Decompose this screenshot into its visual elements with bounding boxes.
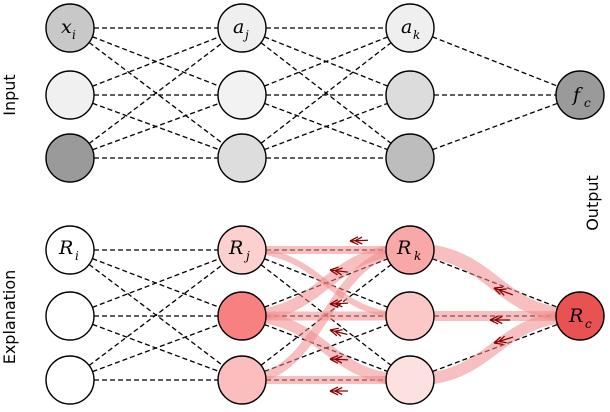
relevance-arrow (329, 266, 348, 276)
input-edge (241, 27, 411, 159)
relevance-label-r-k-sub: k (414, 249, 421, 263)
explanation-node (385, 291, 435, 341)
explanation-node (217, 225, 267, 275)
hidden-label-a-k: a (401, 16, 412, 38)
explanation-node (45, 291, 95, 341)
output-label-f-sub: c (584, 96, 591, 110)
relevance-arrow (329, 386, 348, 396)
explanation-node (45, 225, 95, 275)
input-edge (69, 27, 243, 159)
input-edge (409, 94, 581, 159)
input-edge (241, 94, 411, 159)
hidden-label-a-k-sub: k (413, 28, 420, 42)
input-side-label: Input (0, 74, 19, 115)
output-side-label: Output (583, 175, 602, 231)
input-node (217, 3, 267, 53)
input-node (217, 70, 267, 120)
relevance-label-r-c-sub: c (585, 317, 592, 331)
relevance-flows (241, 243, 581, 386)
relevance-flow (241, 310, 411, 386)
network-nodes (45, 3, 605, 405)
input-node (385, 133, 435, 183)
relevance-flow (409, 310, 581, 386)
relevance-arrow (329, 327, 348, 337)
explanation-node (385, 355, 435, 405)
relevance-arrow (493, 286, 514, 296)
output-label-f: f (571, 84, 583, 106)
relevance-arrows (329, 236, 514, 396)
explanation-edge (69, 315, 243, 381)
hidden-label-a-j: a (233, 16, 244, 38)
explanation-edge (69, 249, 243, 317)
explanation-edge (69, 249, 243, 381)
input-edge (69, 94, 243, 159)
relevance-flow (241, 247, 411, 319)
relevance-arrow (329, 299, 349, 309)
relevance-arrow (489, 315, 510, 325)
explanation-node (217, 291, 267, 341)
input-edge (69, 27, 243, 96)
relevance-label-r-i-sub: i (75, 249, 79, 263)
input-node (45, 133, 95, 183)
explanation-node (385, 225, 435, 275)
relevance-label-r-c: R (568, 305, 583, 327)
relevance-arrow (493, 335, 514, 345)
relevance-label-r-i: R (58, 237, 73, 259)
network-connections (69, 27, 581, 381)
input-node (45, 70, 95, 120)
output-relevance-node (555, 291, 605, 341)
input-label-x: x (61, 16, 72, 38)
input-node (385, 70, 435, 120)
relevance-label-r-j: R (228, 237, 243, 259)
relevance-label-r-j-sub: j (243, 249, 250, 263)
relevance-flow (241, 245, 411, 385)
input-node (45, 3, 95, 53)
input-edge (409, 27, 581, 96)
input-node (217, 133, 267, 183)
relevance-arrow (349, 236, 369, 246)
input-edge (241, 27, 411, 96)
output-node (555, 70, 605, 120)
hidden-label-a-j-sub: j (242, 28, 249, 42)
explanation-side-label: Explanation (0, 270, 19, 365)
relevance-label-r-k: R (396, 237, 411, 259)
explanation-node (217, 355, 267, 405)
input-node (385, 3, 435, 53)
explanation-node (45, 355, 95, 405)
input-label-x-sub: i (72, 28, 76, 42)
relevance-arrow (329, 354, 349, 364)
